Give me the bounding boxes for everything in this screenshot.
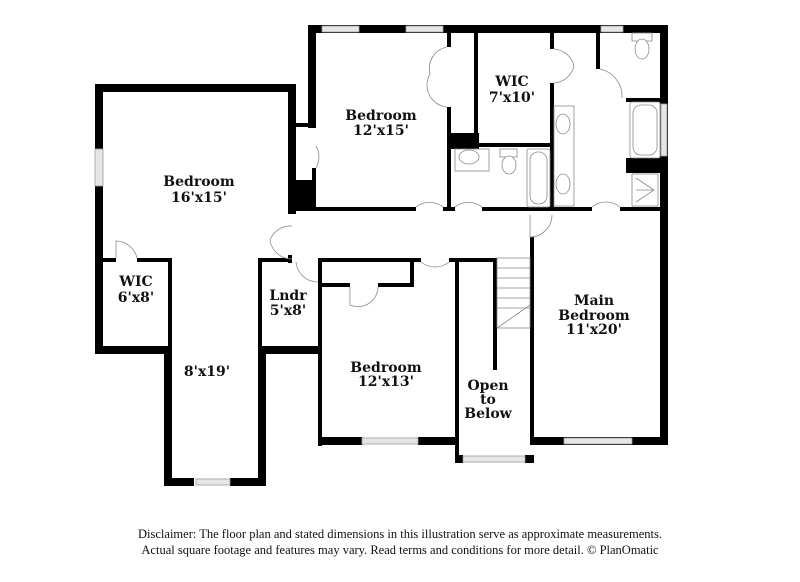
room-name-bedroom-3: Bedroom <box>350 360 422 376</box>
room-name-laundry: Lndr <box>269 288 307 304</box>
stairs <box>496 257 531 329</box>
room-name-open-line2: to <box>480 392 496 408</box>
room-name-bedroom-1: Bedroom <box>163 174 235 190</box>
windows <box>94 25 668 486</box>
room-dim-laundry: 5'x8' <box>270 303 306 319</box>
room-dim-wic-1: 6'x8' <box>118 290 154 306</box>
room-dim-bedroom-1: 16'x15' <box>171 190 227 206</box>
room-name-open-line1: Open <box>467 378 508 394</box>
room-dim-wic-2: 7'x10' <box>489 90 535 106</box>
room-dim-bedroom-2: 12'x15' <box>353 123 409 139</box>
doors <box>115 46 623 308</box>
room-name-wic-2: WIC <box>494 74 528 90</box>
disclaimer-line-2: Actual square footage and features may v… <box>141 543 659 557</box>
room-name-wic-1: WIC <box>118 274 152 290</box>
walls <box>95 25 668 486</box>
disclaimer-line-1: Disclaimer: The floor plan and stated di… <box>138 527 662 541</box>
room-dim-hall: 8'x19' <box>184 364 230 380</box>
room-dim-bedroom-3: 12'x13' <box>358 374 414 390</box>
room-name-main-line2: Bedroom <box>558 308 630 324</box>
room-labels: Bedroom 16'x15' WIC 6'x8' 8'x19' Bedroom… <box>118 74 630 422</box>
room-name-open-line3: Below <box>464 406 512 422</box>
room-name-bedroom-2: Bedroom <box>345 108 417 124</box>
room-name-main-line1: Main <box>574 293 614 309</box>
room-dim-main: 11'x20' <box>566 322 622 338</box>
fixtures <box>454 32 661 208</box>
